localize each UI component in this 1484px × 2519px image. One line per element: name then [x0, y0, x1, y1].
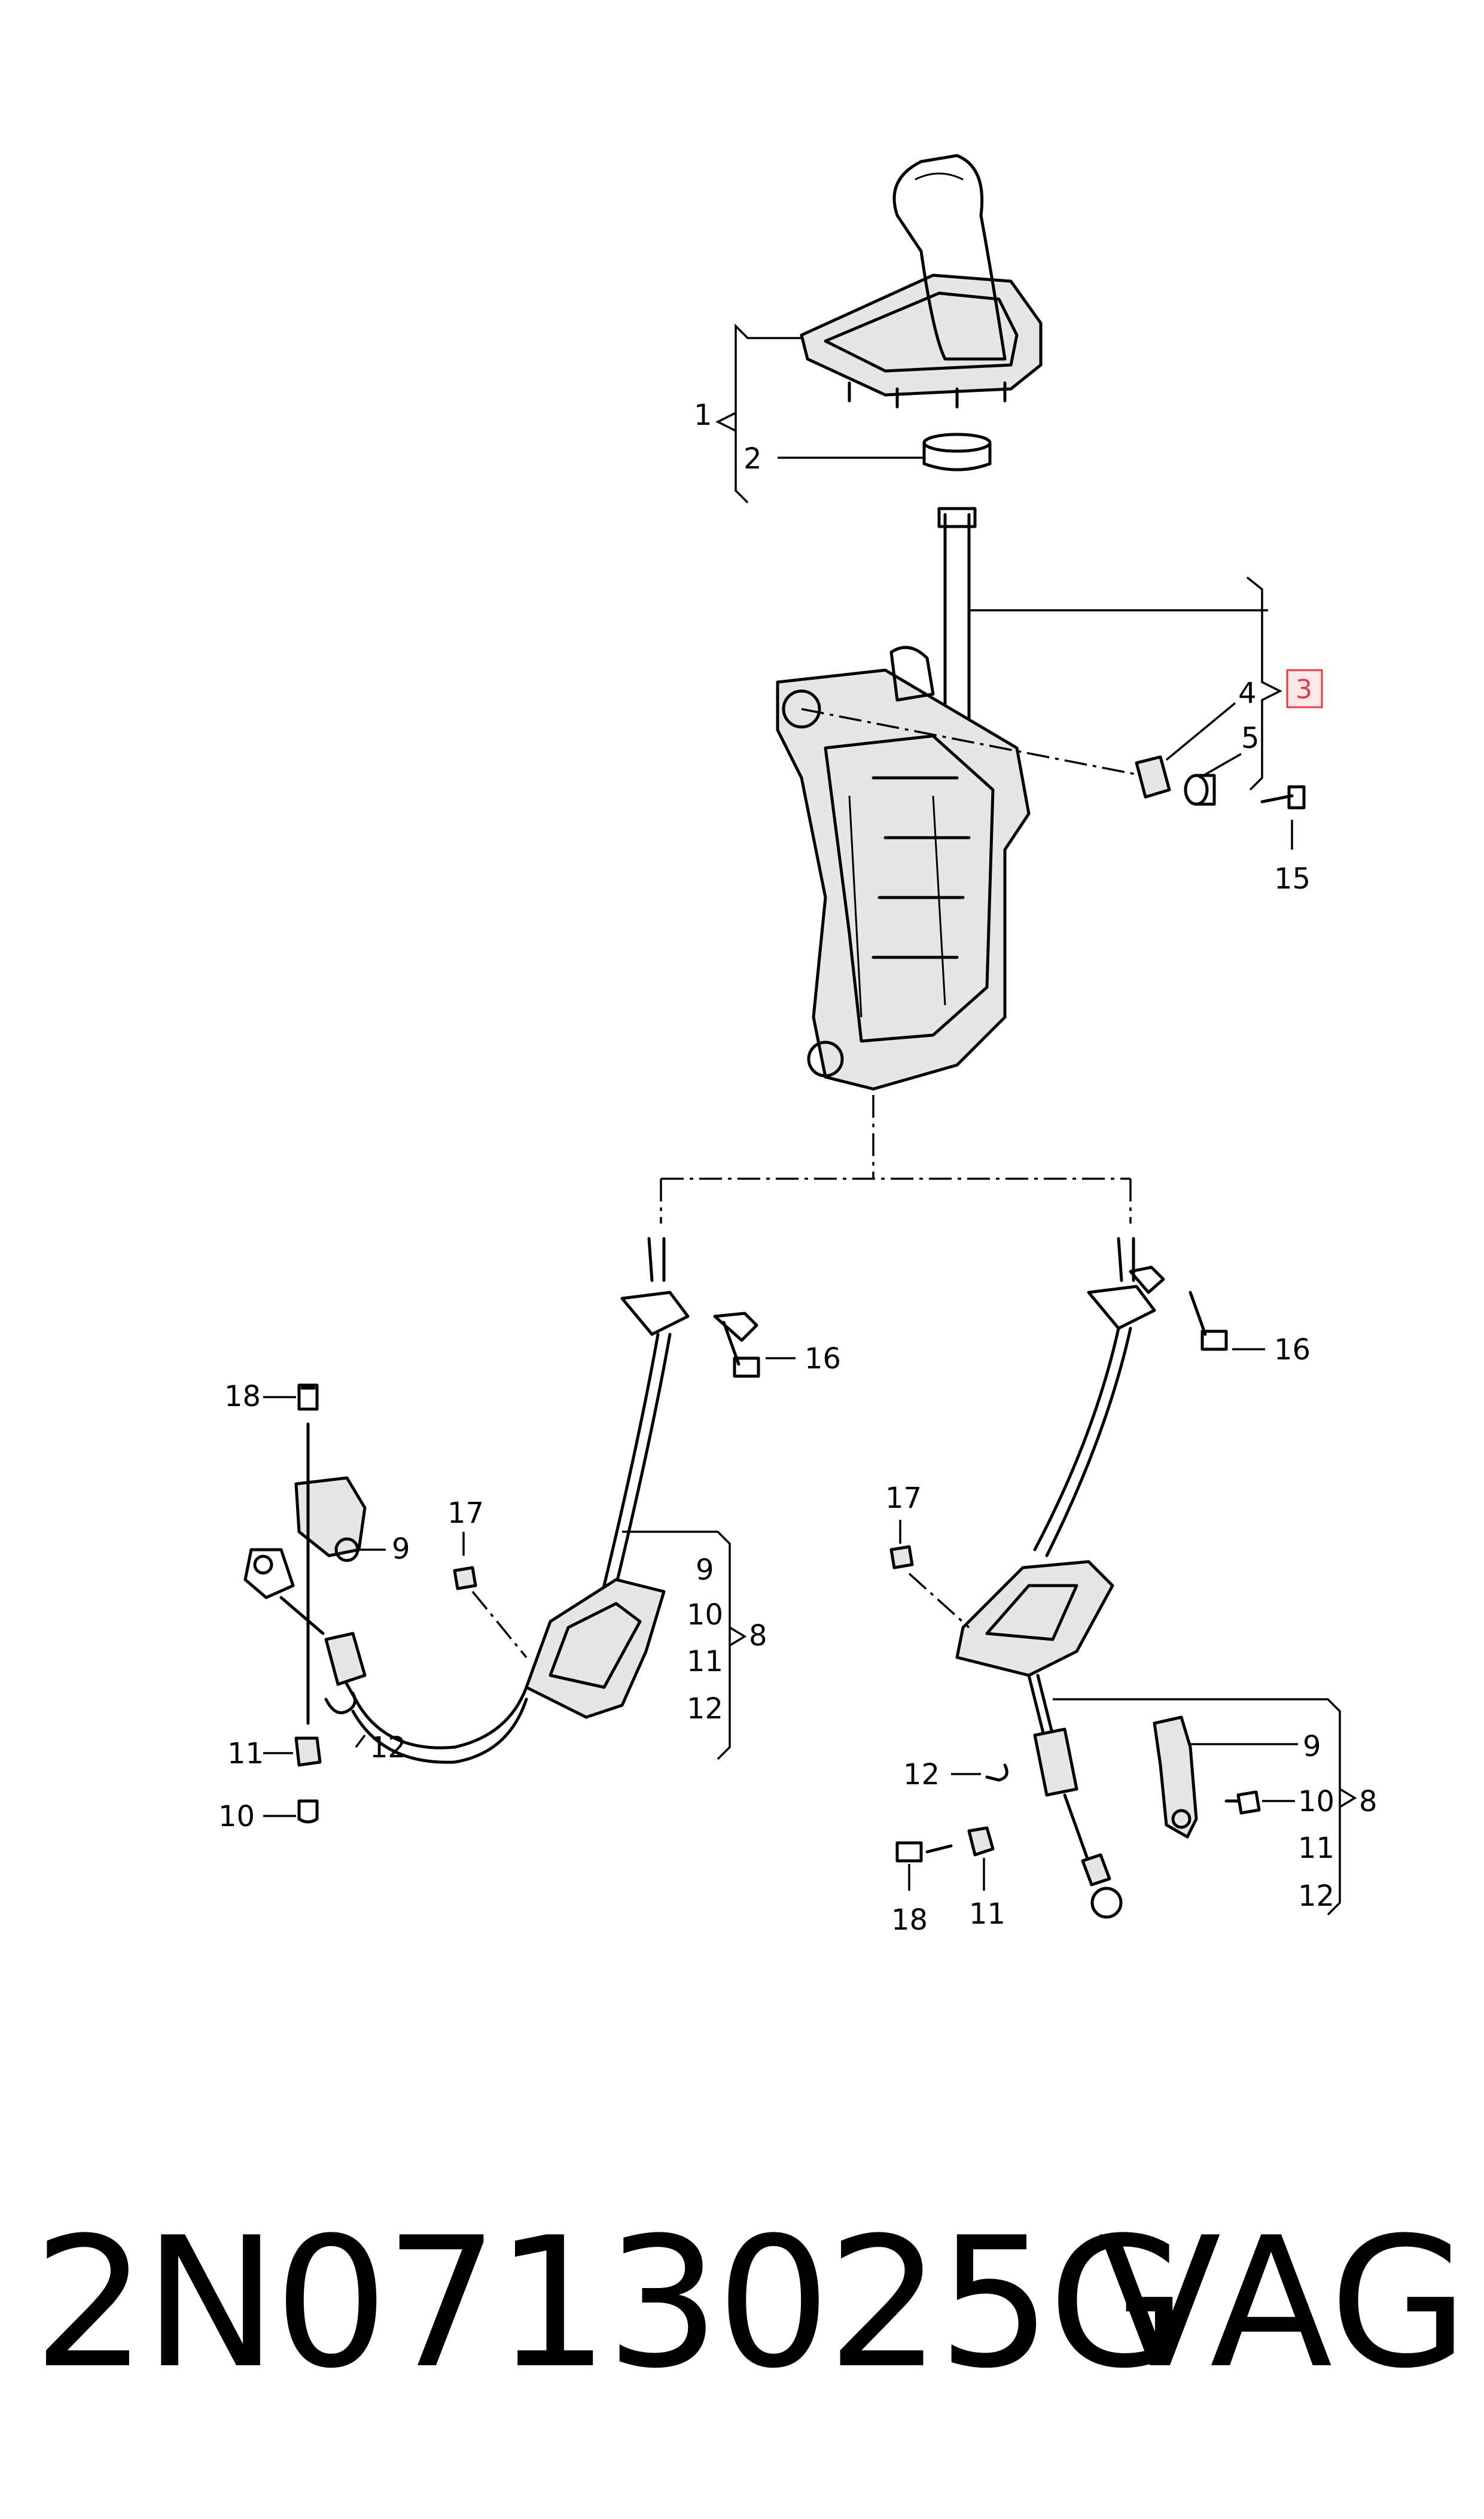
collar-ring: [922, 433, 992, 471]
callout-5: 5: [1241, 722, 1260, 755]
part-number: 2N0713025G: [33, 2199, 1187, 2408]
callout-11-left: 11: [227, 1737, 264, 1770]
bracket-1-2: [735, 323, 802, 504]
callout-18-left: 18: [224, 1380, 261, 1413]
exploded-parts-diagram: 1 2 3 4 5 15: [218, 154, 1378, 1937]
callout-11-right: 11: [1298, 1832, 1334, 1865]
callout-11b-right: 11: [969, 1897, 1005, 1931]
left-cable-assembly: [243, 1237, 760, 1824]
callout-12-left: 12: [370, 1731, 406, 1764]
callout-10b-left: 10: [687, 1598, 723, 1632]
callout-8-right: 8: [1359, 1785, 1378, 1818]
callout-17-right: 17: [885, 1481, 922, 1515]
callout-10-left: 10: [218, 1800, 255, 1833]
callout-9b-left: 9: [696, 1553, 714, 1587]
gear-knob-trim: [800, 154, 1043, 409]
callout-1: 1: [694, 398, 712, 432]
callout-18-right: 18: [891, 1903, 928, 1937]
callout-9-left: 9: [392, 1532, 410, 1566]
callout-12-right: 12: [903, 1758, 940, 1791]
callout-3-highlight: [1286, 669, 1323, 708]
right-cable-assembly: [889, 1237, 1261, 1919]
callout-17-left: 17: [447, 1496, 484, 1530]
callout-15: 15: [1274, 862, 1311, 896]
bushing: [1135, 755, 1171, 799]
callout-2: 2: [743, 442, 762, 476]
callout-16-left: 16: [805, 1342, 841, 1376]
callout-11b-left: 11: [687, 1645, 723, 1678]
selector-mechanism: [776, 507, 1031, 1091]
callout-16-right: 16: [1274, 1333, 1311, 1367]
callout-12b-left: 12: [687, 1692, 723, 1726]
brand-name: VAG: [1098, 2199, 1468, 2408]
callout-10-right: 10: [1298, 1785, 1334, 1818]
bolt-15: [1260, 785, 1306, 810]
callout-12b-right: 12: [1298, 1879, 1334, 1913]
callout-9-right: 9: [1303, 1730, 1321, 1763]
footer: 2N0713025G VAG: [33, 2208, 1468, 2399]
washer: [1184, 774, 1216, 806]
callout-4: 4: [1238, 677, 1257, 710]
callout-3: 3: [1296, 674, 1312, 705]
callout-8-left: 8: [749, 1619, 767, 1653]
